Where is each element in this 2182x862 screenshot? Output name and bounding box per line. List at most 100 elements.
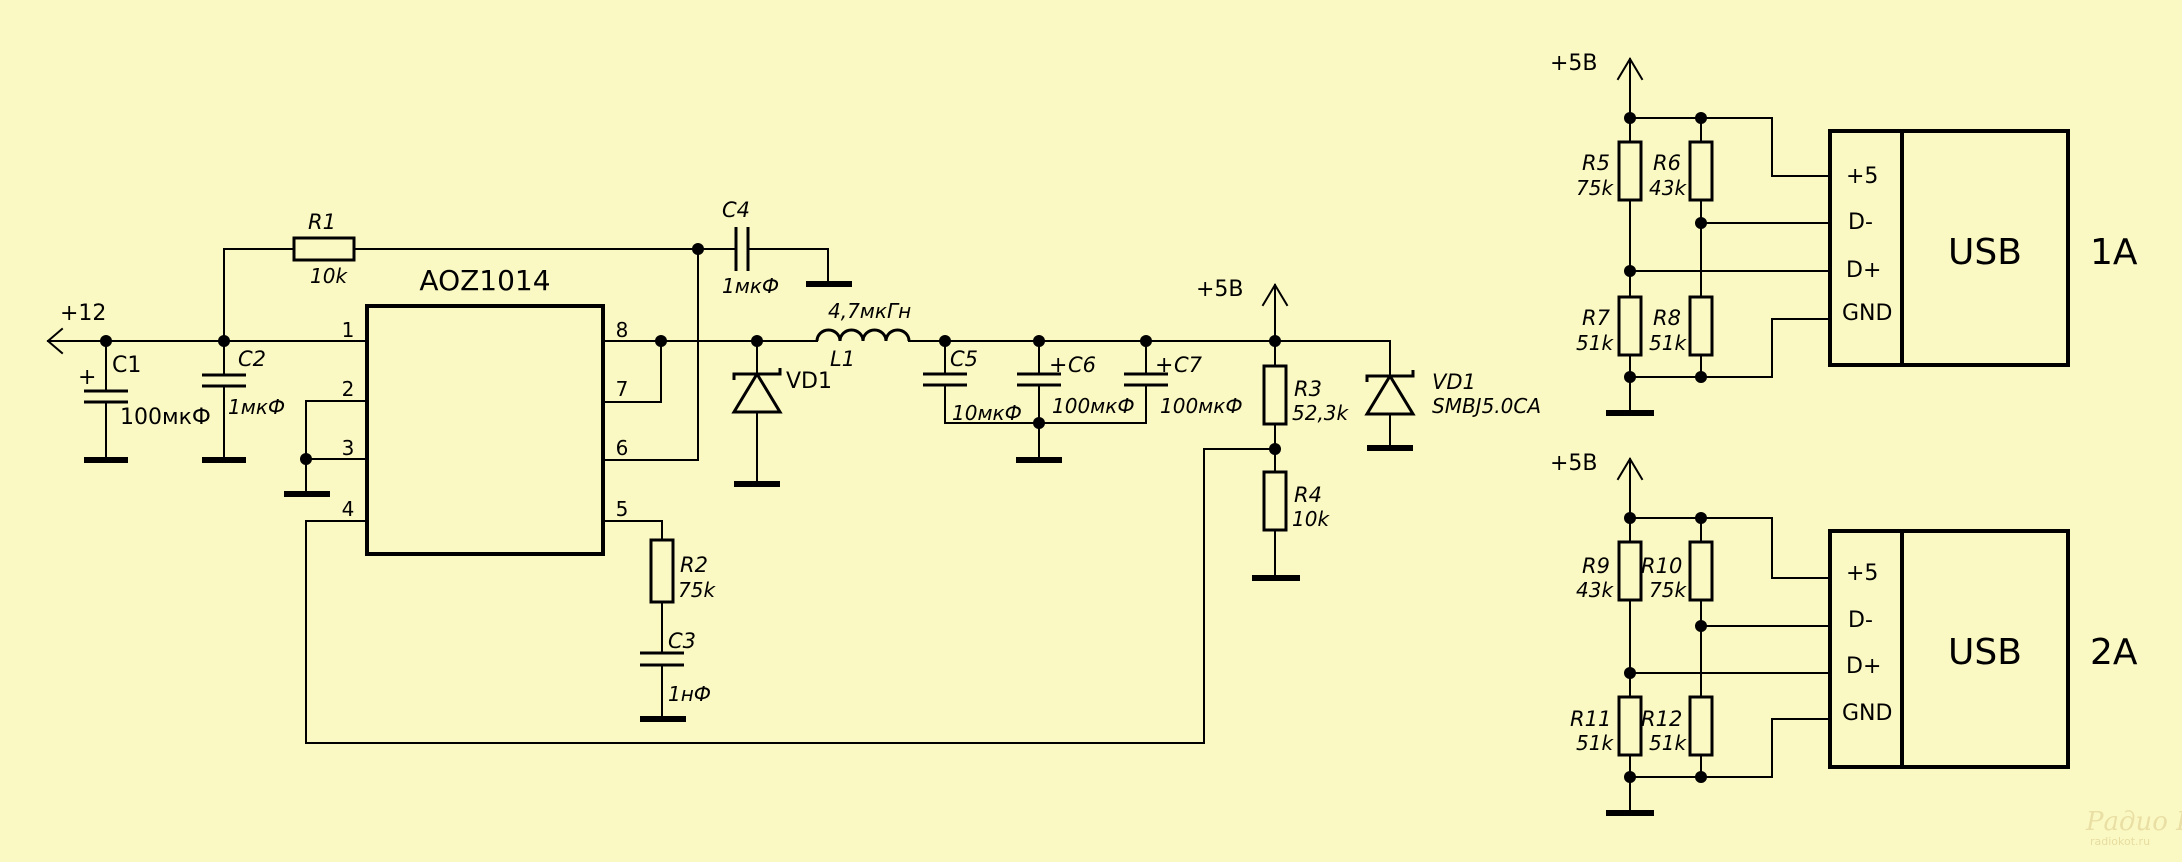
ic-pin-7: 7 <box>616 377 629 401</box>
r4-ref: R4 <box>1294 483 1322 507</box>
watermark-logo: Радио КОТ <box>2085 807 2182 837</box>
r6-value: 43k <box>1649 176 1687 200</box>
c4-value: 1мкФ <box>722 274 779 298</box>
c1-value: 100мкФ <box>120 405 211 430</box>
r7-ref: R7 <box>1582 306 1611 330</box>
c6-ref: C6 <box>1068 353 1096 377</box>
c7-polarity: + <box>1155 353 1173 378</box>
vd1-schottky-ref: VD1 <box>786 369 832 394</box>
usb2-label: USB <box>1948 632 2022 673</box>
usb2-pin-dminus: D- <box>1848 608 1873 633</box>
c3-ref: C3 <box>668 629 696 653</box>
usb-connector-1a <box>1828 129 2070 367</box>
r8-ref: R8 <box>1653 306 1681 330</box>
c1-ref: C1 <box>112 353 141 378</box>
r11-value: 51k <box>1576 731 1614 755</box>
ic-pin-6: 6 <box>616 436 629 460</box>
capacitor-c3 <box>640 651 684 667</box>
resistor-r8 <box>1688 295 1714 357</box>
capacitor-c7 <box>1124 372 1168 387</box>
usb1-label: USB <box>1948 232 2022 273</box>
ic-body <box>365 304 605 556</box>
l1-ref: L1 <box>830 347 855 371</box>
r2-ref: R2 <box>680 553 708 577</box>
usb2-pin-5v: +5 <box>1846 561 1878 586</box>
junction-dots-usb1 <box>1624 112 1707 383</box>
usb1-pin-5v: +5 <box>1846 164 1878 189</box>
r4-value: 10k <box>1292 507 1330 531</box>
junction-dots-usb2 <box>1624 512 1707 783</box>
resistor-r4 <box>1262 470 1288 532</box>
r12-value: 51k <box>1649 731 1687 755</box>
usb1-pin-gnd: GND <box>1842 301 1892 326</box>
net-label-5v-main: +5В <box>1196 277 1244 302</box>
c1-polarity: + <box>78 365 96 390</box>
capacitor-c1 <box>84 389 128 404</box>
c3-value: 1нФ <box>668 682 711 706</box>
r10-ref: R10 <box>1641 554 1682 578</box>
ic-pin-1: 1 <box>342 318 355 342</box>
r1-value: 10k <box>310 264 348 288</box>
resistor-r9 <box>1617 540 1643 602</box>
usb2-pin-dplus: D+ <box>1846 654 1881 679</box>
capacitor-c5 <box>923 372 967 387</box>
diode-vd1-schottky <box>731 368 783 414</box>
c5-ref: C5 <box>950 347 978 371</box>
r3-value: 52,3k <box>1292 401 1350 425</box>
watermark-site: radiokot.ru <box>2090 835 2150 848</box>
c7-ref: C7 <box>1174 353 1203 377</box>
r8-value: 51k <box>1649 331 1687 355</box>
r9-value: 43k <box>1576 578 1614 602</box>
ic-pin-5: 5 <box>616 497 629 521</box>
vd1-tvs-value: SMBJ5.0CA <box>1432 394 1541 418</box>
net-label-12v: +12 <box>60 301 106 326</box>
ic-pin-4: 4 <box>342 497 355 521</box>
resistor-r10 <box>1688 540 1714 602</box>
r3-ref: R3 <box>1294 377 1322 401</box>
c2-value: 1мкФ <box>228 395 285 419</box>
capacitor-c2 <box>202 373 246 388</box>
c5-value: 10мкФ <box>952 401 1022 425</box>
resistor-r2 <box>649 538 675 604</box>
r11-ref: R11 <box>1570 707 1611 731</box>
wires-usb2 <box>1606 457 1831 816</box>
resistor-r6 <box>1688 140 1714 202</box>
r12-ref: R12 <box>1641 707 1682 731</box>
wires-main <box>46 248 1413 744</box>
c6-value: 100мкФ <box>1052 394 1135 418</box>
r7-value: 51k <box>1576 331 1614 355</box>
c7-value: 100мкФ <box>1160 394 1243 418</box>
usb1-pin-dplus: D+ <box>1846 258 1881 283</box>
r5-value: 75k <box>1576 176 1614 200</box>
r6-ref: R6 <box>1653 151 1681 175</box>
r9-ref: R9 <box>1582 554 1610 578</box>
wires-usb1 <box>1606 57 1831 416</box>
net-label-5v-usb2: +5В <box>1550 451 1598 476</box>
l1-value: 4,7мкГн <box>828 299 911 323</box>
ic-pin-3: 3 <box>342 436 355 460</box>
resistor-r5 <box>1617 140 1643 202</box>
ic-pin-2: 2 <box>342 377 355 401</box>
c2-ref: C2 <box>238 347 266 371</box>
r2-value: 75k <box>678 578 716 602</box>
usb1-rating: 1A <box>2090 232 2138 273</box>
junction-dots-main <box>100 243 1281 465</box>
c6-polarity: + <box>1049 353 1067 378</box>
vd1-tvs-ref: VD1 <box>1432 370 1476 394</box>
r5-ref: R5 <box>1582 151 1610 175</box>
diode-vd1-tvs <box>1364 370 1416 416</box>
ic-name: AOZ1014 <box>419 264 550 297</box>
resistor-r3 <box>1262 364 1288 426</box>
usb1-pin-dminus: D- <box>1848 210 1873 235</box>
r1-ref: R1 <box>308 210 336 234</box>
c4-ref: C4 <box>722 198 750 222</box>
resistor-r1 <box>292 236 356 262</box>
r10-value: 75k <box>1649 578 1687 602</box>
net-label-5v-usb1: +5В <box>1550 51 1598 76</box>
resistor-r11 <box>1617 695 1643 757</box>
resistor-r12 <box>1688 695 1714 757</box>
inductor-l1 <box>815 328 911 342</box>
resistor-r7 <box>1617 295 1643 357</box>
capacitor-c6 <box>1017 372 1061 387</box>
